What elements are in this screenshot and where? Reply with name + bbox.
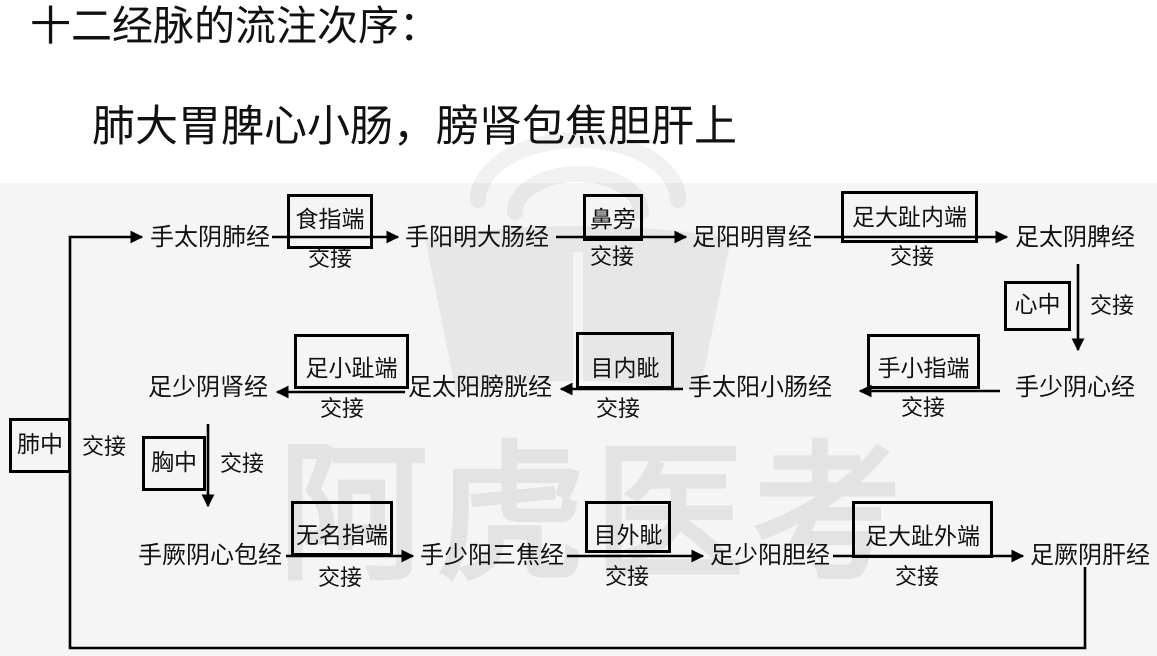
mnemonic-text: 肺大胃脾心小肠，膀肾包焦胆肝上 (92, 102, 737, 152)
junction-box-index-finger-tip: 食指端 (287, 194, 373, 249)
gallbladder-meridian-label: 足少阳胆经 (710, 541, 830, 569)
junction-label: 交接 (220, 452, 265, 477)
junction-site-label: 手小指端 (877, 356, 970, 382)
junction-label: 交接 (320, 397, 365, 422)
junction-box-outer-eye-corner: 目外眦 (585, 501, 671, 553)
junction-label: 交接 (82, 435, 127, 460)
junction-box-ring-finger-tip: 无名指端 (291, 501, 393, 556)
kidney-meridian-label: 足少阴肾经 (148, 373, 268, 401)
junction-site-label: 胸中 (151, 450, 197, 476)
junction-box-heart-center: 心中 (1004, 281, 1071, 331)
heart-meridian-label: 手少阴心经 (1015, 373, 1135, 401)
watermark-text: 阿虎医考 (278, 428, 911, 602)
junction-box-beside-nose: 鼻旁 (583, 194, 643, 241)
lung-meridian-label: 手太阴肺经 (150, 223, 270, 251)
junction-box-inner-eye-corner: 目内眦 (576, 332, 674, 389)
junction-site-label: 足大趾内端 (852, 205, 967, 231)
junction-label: 交接 (596, 397, 641, 422)
junction-box-big-toe-outer-tip: 足大趾外端 (852, 501, 993, 558)
junction-box-little-finger-tip: 手小指端 (867, 334, 980, 389)
triple-burner-meridian-label: 手少阳三焦经 (420, 541, 564, 569)
junction-site-label: 心中 (1014, 292, 1061, 318)
junction-box-big-toe-inner-tip: 足大趾内端 (841, 191, 978, 243)
stomach-meridian-label: 足阳明胃经 (692, 223, 812, 251)
junction-box-chest-center: 胸中 (142, 436, 206, 491)
junction-site-label: 足小趾端 (305, 356, 398, 382)
junction-label: 交接 (895, 565, 940, 590)
junction-box-lung-center: 肺中 (9, 418, 71, 473)
junction-site-label: 食指端 (295, 207, 365, 233)
junction-site-label: 目外眦 (593, 523, 663, 549)
junction-site-label: 肺中 (17, 432, 63, 458)
junction-label: 交接 (890, 245, 935, 270)
junction-label: 交接 (308, 247, 353, 272)
large-intestine-meridian-label: 手阳明大肠经 (405, 223, 549, 251)
junction-label: 交接 (1090, 294, 1135, 319)
junction-site-label: 目内眦 (590, 356, 660, 382)
junction-box-little-toe-tip: 足小趾端 (294, 334, 409, 389)
junction-label: 交接 (590, 245, 635, 270)
junction-site-label: 鼻旁 (590, 207, 636, 233)
junction-site-label: 无名指端 (296, 523, 388, 549)
small-intestine-meridian-label: 手太阳小肠经 (688, 373, 832, 401)
junction-label: 交接 (605, 565, 650, 590)
return-loop-arrow (68, 230, 1087, 650)
liver-meridian-label: 足厥阴肝经 (1030, 541, 1150, 569)
junction-label: 交接 (901, 396, 946, 421)
junction-label: 交接 (318, 566, 363, 591)
bladder-meridian-label: 足太阳膀胱经 (408, 373, 552, 401)
page-title: 十二经脉的流注次序： (30, 2, 440, 50)
junction-site-label: 足大趾外端 (865, 524, 980, 550)
spleen-meridian-label: 足太阴脾经 (1015, 223, 1135, 251)
pericardium-meridian-label: 手厥阴心包经 (138, 541, 282, 569)
